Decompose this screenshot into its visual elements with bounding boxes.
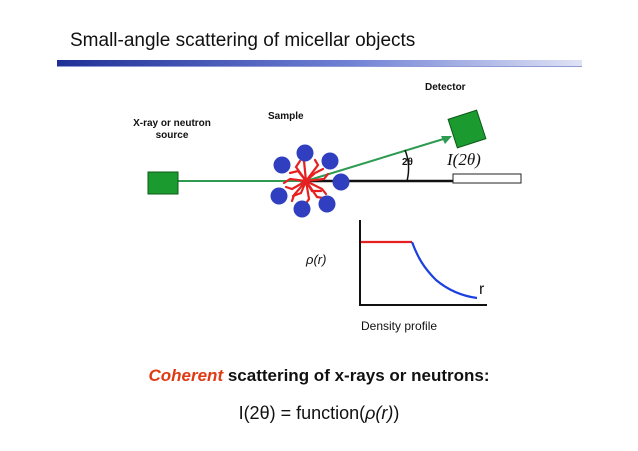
sample-label: Sample (268, 111, 304, 122)
micelle-head (293, 200, 311, 218)
square-source-icon (147, 171, 179, 195)
square-detector-icon (447, 109, 487, 149)
micelle-head (270, 187, 288, 205)
source-label: X-ray or neutron source (122, 118, 222, 142)
intensity-label: I(2θ) (447, 150, 481, 169)
density-profile-decay (410, 241, 478, 300)
formula-prefix: I(2θ) = function( (238, 403, 366, 423)
coherent-scattering-statement: Coherent scattering of x-rays or neutron… (0, 366, 638, 386)
source-label-line1: X-ray or neutron (133, 118, 211, 129)
formula-suffix: ) (393, 403, 400, 423)
intensity-formula: I(2θ) = function(ρ(r)) (0, 403, 638, 424)
micelle-head (321, 152, 339, 170)
coherent-word: Coherent (148, 366, 224, 385)
detector-screen (452, 173, 522, 184)
scattered-beam-arrowhead (441, 136, 452, 144)
scattered-beam (305, 136, 451, 182)
micelle-icon (270, 144, 350, 218)
r-axis-label: r (479, 281, 485, 298)
source-label-line2: source (155, 130, 189, 141)
micelle-head (332, 173, 350, 191)
micelle-head (318, 195, 336, 213)
density-axis-label: ρ(r) (306, 252, 327, 267)
slide-title: Small-angle scattering of micellar objec… (70, 30, 416, 51)
title-divider (57, 60, 582, 67)
formula-rho: ρ(r) (365, 403, 394, 423)
statement-rest: scattering of x-rays or neutrons: (223, 366, 490, 385)
detector-label: Detector (425, 82, 466, 93)
density-profile-caption: Density profile (361, 319, 438, 333)
angle-arc (404, 149, 410, 182)
micelle-head (273, 156, 291, 174)
micelle-head (296, 144, 314, 162)
angle-label: 2θ (402, 157, 413, 168)
